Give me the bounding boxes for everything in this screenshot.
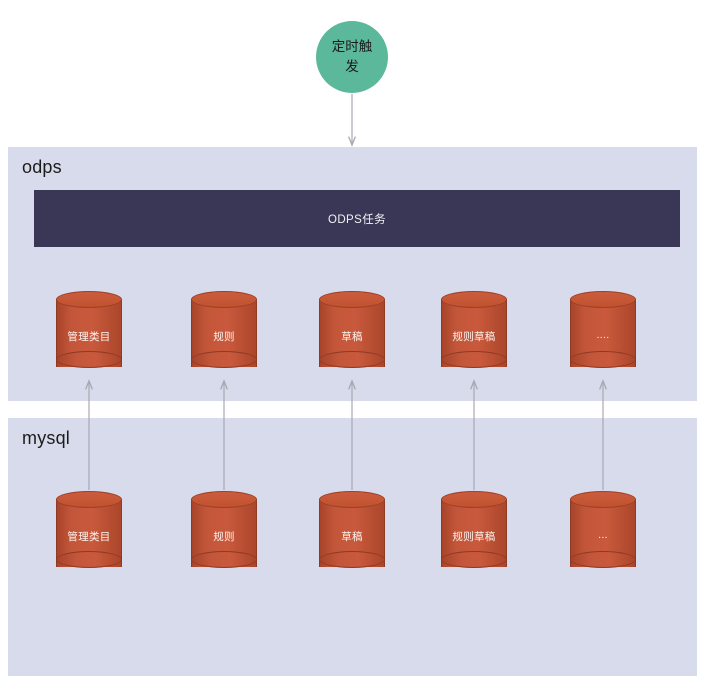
cylinder-top [570, 491, 636, 508]
panel-odps-title: odps [22, 157, 62, 177]
mysql-table-label: 规则草稿 [452, 531, 496, 543]
odps-table-guizecaogao[interactable]: 规则草稿 [441, 291, 507, 375]
mysql-table-guize[interactable]: 规则 [191, 491, 257, 575]
odps-table-label: 规则 [213, 331, 235, 343]
mysql-table-more[interactable]: ... [570, 491, 636, 575]
cylinder-top [56, 291, 122, 308]
cylinder-top [191, 491, 257, 508]
trigger-label: 定时触发 [331, 39, 373, 74]
odps-task-bar-label: ODPS任务 [328, 213, 386, 226]
mysql-table-label: 管理类目 [67, 531, 111, 543]
mysql-table-caogao[interactable]: 草稿 [319, 491, 385, 575]
cylinder-top [319, 491, 385, 508]
mysql-table-guanlileimu[interactable]: 管理类目 [56, 491, 122, 575]
odps-table-label: 规则草稿 [452, 331, 496, 343]
cylinder-top [191, 291, 257, 308]
cylinder-top [441, 291, 507, 308]
panel-mysql-title: mysql [22, 428, 71, 448]
cylinder-bottom [570, 551, 636, 568]
cylinder-top [319, 291, 385, 308]
odps-table-label: .... [596, 329, 610, 341]
cylinder-bottom [56, 351, 122, 368]
mysql-table-label: 规则 [213, 531, 235, 543]
odps-table-label: 管理类目 [67, 331, 111, 343]
odps-task-bar[interactable]: ODPS任务 [34, 190, 680, 247]
trigger-node[interactable]: 定时触发 [316, 21, 388, 93]
odps-table-more[interactable]: .... [570, 291, 636, 375]
mysql-table-guizecaogao[interactable]: 规则草稿 [441, 491, 507, 575]
odps-table-guize[interactable]: 规则 [191, 291, 257, 375]
cylinder-top [441, 491, 507, 508]
odps-table-guanlileimu[interactable]: 管理类目 [56, 291, 122, 375]
cylinder-bottom [441, 551, 507, 568]
odps-table-caogao[interactable]: 草稿 [319, 291, 385, 375]
cylinder-bottom [191, 551, 257, 568]
cylinder-bottom [570, 351, 636, 368]
cylinder-bottom [56, 551, 122, 568]
cylinder-top [570, 291, 636, 308]
mysql-table-label: 草稿 [341, 531, 363, 543]
cylinder-top [56, 491, 122, 508]
cylinder-bottom [441, 351, 507, 368]
mysql-table-label: ... [598, 529, 608, 541]
cylinder-bottom [319, 551, 385, 568]
cylinder-bottom [319, 351, 385, 368]
cylinder-bottom [191, 351, 257, 368]
odps-table-label: 草稿 [341, 331, 363, 343]
